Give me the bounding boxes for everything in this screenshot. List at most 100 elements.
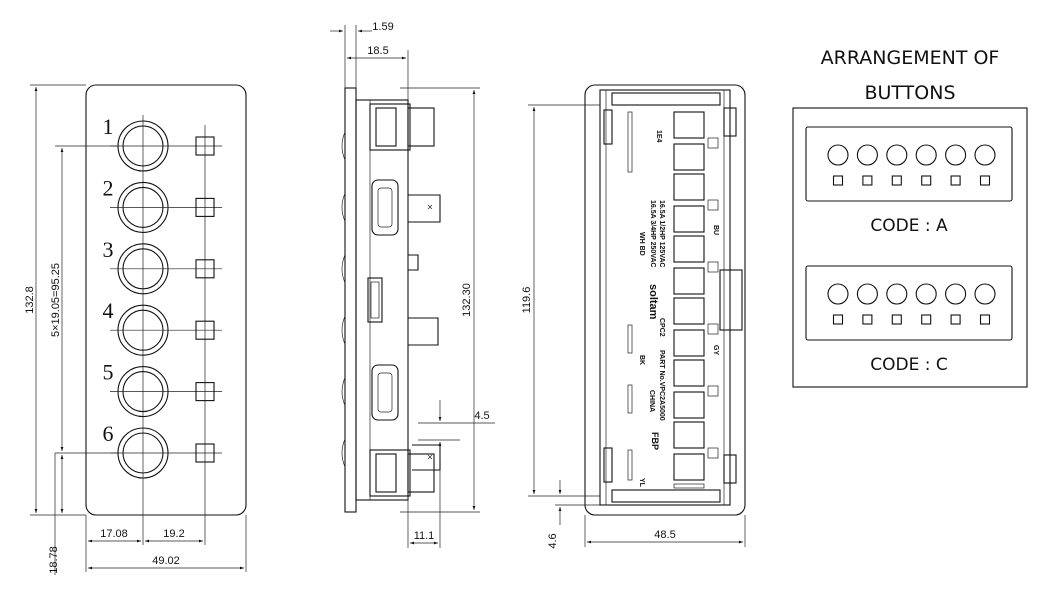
code-c-panel bbox=[805, 265, 1013, 341]
side-bottom-terminal bbox=[407, 453, 435, 493]
arrangement-title-line2: BUTTONS bbox=[864, 82, 955, 104]
back-color-bu: BU bbox=[712, 225, 719, 235]
arrangement-button-circle bbox=[827, 283, 849, 305]
code-c-buttons bbox=[827, 283, 996, 325]
front-button-number: 1 bbox=[103, 114, 114, 139]
arrangement-indicator-square bbox=[832, 314, 844, 325]
back-terminal-box bbox=[673, 173, 705, 201]
dim-front-mid-label: 19.2 bbox=[163, 528, 184, 540]
side-spade-terminal-middle bbox=[408, 317, 439, 346]
arrangement-button-circle bbox=[886, 144, 908, 166]
arrangement-frame bbox=[792, 107, 1028, 388]
back-part-no: PART No.VPC2A5000 bbox=[658, 350, 665, 421]
back-t-rating: 1E4 bbox=[655, 130, 662, 143]
side-button-bumps bbox=[341, 131, 346, 468]
side-latch-upper-inner bbox=[377, 187, 393, 228]
dim-back-height-label: 119.6 bbox=[521, 287, 533, 314]
arrangement-button-circle bbox=[856, 144, 878, 166]
code-a-label: CODE : A bbox=[870, 216, 948, 236]
arrangement-indicator-square bbox=[950, 175, 961, 186]
side-spade-terminal-upper bbox=[408, 194, 441, 223]
back-model: CPC2 bbox=[658, 318, 665, 337]
back-tab-1 bbox=[603, 109, 613, 145]
back-terminal-pin bbox=[707, 447, 719, 459]
back-slot-4 bbox=[627, 449, 633, 481]
front-button-number: 5 bbox=[103, 360, 114, 385]
arrangement-button-circle bbox=[827, 144, 849, 166]
dim-side-top-small-label: 1.59 bbox=[372, 21, 393, 33]
dim-side-top-width-label: 18.5 bbox=[367, 45, 388, 57]
front-terminal-square bbox=[195, 382, 215, 402]
back-terminal-pin bbox=[707, 199, 719, 211]
back-terminal-box bbox=[673, 267, 705, 295]
arrangement-button-circle bbox=[915, 144, 937, 166]
back-terminal-pin bbox=[707, 261, 719, 273]
arrangement-indicator-square bbox=[950, 314, 961, 325]
side-view: 1.59 18.5 132.30 4.5 11.1 bbox=[330, 21, 495, 548]
back-terminal-pin bbox=[707, 323, 719, 335]
arrangement-indicator-square bbox=[921, 175, 932, 186]
side-top-terminal bbox=[407, 107, 435, 147]
arrangement-indicator-square bbox=[891, 175, 902, 186]
back-bottom-rim bbox=[611, 489, 721, 503]
side-body bbox=[355, 99, 409, 501]
back-tab-2 bbox=[603, 447, 613, 483]
front-button-number: 3 bbox=[103, 237, 114, 262]
back-color-bk: BK bbox=[638, 355, 645, 365]
code-a-buttons bbox=[827, 144, 996, 186]
front-terminal-square bbox=[195, 443, 215, 463]
back-terminal-box bbox=[673, 453, 705, 481]
side-button-bump bbox=[341, 377, 346, 406]
back-brand: soltam bbox=[647, 284, 659, 320]
back-plate-outline bbox=[584, 84, 746, 516]
side-middle-clip-inner bbox=[370, 281, 380, 319]
dim-front-bottom-label: 18.78 bbox=[48, 546, 60, 574]
dim-front-height-label: 132.8 bbox=[24, 286, 36, 314]
side-small-tab bbox=[408, 254, 419, 271]
back-slot-1 bbox=[627, 111, 633, 173]
arrangement-title-line1: ARRANGEMENT OF bbox=[821, 47, 1000, 69]
dim-side-height-label: 132.30 bbox=[461, 283, 473, 317]
back-terminal-strip bbox=[673, 483, 705, 489]
back-color-gy: GY bbox=[712, 345, 719, 355]
back-terminal-box bbox=[673, 421, 705, 449]
side-spade-mark-lower bbox=[427, 454, 433, 460]
dim-front-pitch-label: 5×19.05=95.25 bbox=[50, 263, 62, 337]
arrangement-button-circle bbox=[886, 283, 908, 305]
arrangement-indicator-square bbox=[891, 314, 902, 325]
back-ratings-2: 16.5A 1/2HP 125VAC bbox=[658, 200, 665, 268]
back-view: 16.5A 3/4HP 250VAC 16.5A 1/2HP 125VAC 1E… bbox=[521, 84, 746, 549]
back-side-clip bbox=[719, 269, 743, 331]
code-a-panel bbox=[805, 126, 1013, 202]
back-slot-3 bbox=[627, 384, 633, 414]
front-terminal-square bbox=[195, 259, 215, 279]
front-terminal-square bbox=[195, 136, 215, 156]
back-terminal-box bbox=[673, 391, 705, 419]
side-button-bump bbox=[341, 254, 346, 283]
back-terminal-box bbox=[673, 297, 705, 325]
dim-front-width-label: 49.02 bbox=[152, 555, 180, 567]
side-button-bump bbox=[341, 131, 346, 161]
back-body-outline bbox=[599, 89, 731, 506]
arrangement-panel: ARRANGEMENT OF BUTTONS CODE : A CODE : C bbox=[792, 47, 1028, 388]
back-ratings-1: 16.5A 3/4HP 250VAC bbox=[649, 200, 656, 268]
arrangement-button-circle bbox=[856, 283, 878, 305]
front-button-number: 2 bbox=[103, 175, 114, 200]
dim-front-left-label: 17.08 bbox=[100, 528, 128, 540]
arrangement-button-circle bbox=[974, 283, 996, 305]
arrangement-indicator-square bbox=[921, 314, 932, 325]
back-terminal-box bbox=[673, 235, 705, 263]
side-middle-clip bbox=[367, 277, 383, 323]
side-plate bbox=[344, 87, 357, 513]
back-terminal-box bbox=[673, 143, 705, 171]
arrangement-indicator-square bbox=[979, 175, 991, 186]
arrangement-button-circle bbox=[974, 144, 996, 166]
arrangement-button-circle bbox=[915, 283, 937, 305]
side-top-connector-inner bbox=[375, 107, 397, 147]
back-marks: WH BD bbox=[638, 232, 645, 256]
side-spade-terminal-lower bbox=[412, 444, 441, 471]
side-button-bump bbox=[341, 193, 346, 222]
back-logo: FBP bbox=[650, 432, 660, 450]
back-terminal-column bbox=[673, 111, 719, 489]
